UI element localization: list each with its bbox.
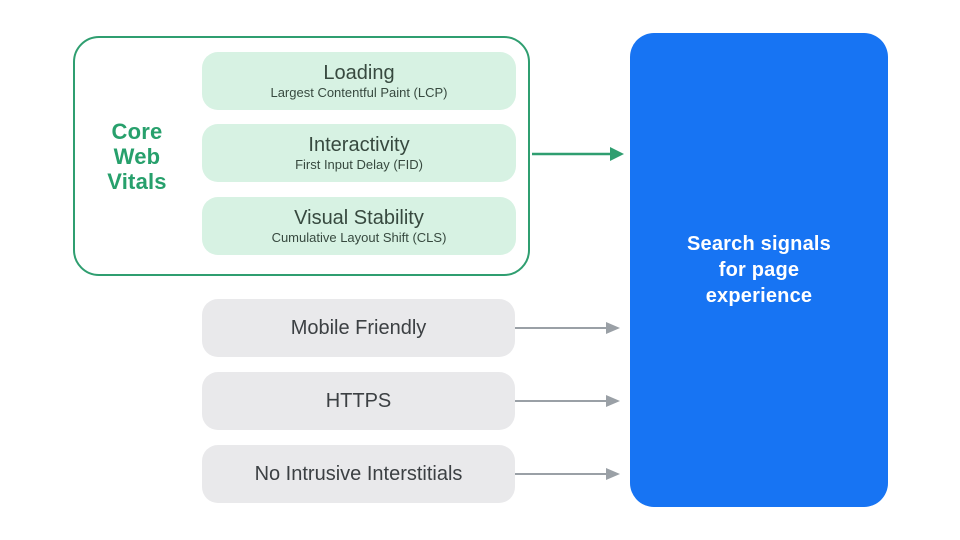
pill-loading-title: Loading	[323, 62, 395, 84]
pill-visual-stability: Visual Stability Cumulative Layout Shift…	[202, 197, 516, 255]
search-signals-label-line: experience	[705, 285, 813, 307]
pill-interactivity-subtitle: First Input Delay (FID)	[295, 157, 423, 172]
pill-interactivity: Interactivity First Input Delay (FID)	[202, 124, 516, 182]
search-signals-label-line: Search signals	[687, 233, 831, 255]
core-web-vitals-label-line: Core	[111, 119, 163, 144]
pill-no-intrusive-interstitials-label: No Intrusive Interstitials	[254, 462, 463, 485]
core-web-vitals-label: Core Web Vitals	[73, 119, 201, 194]
pill-interactivity-title: Interactivity	[308, 134, 410, 156]
core-web-vitals-label-line: Web	[113, 144, 161, 169]
core-web-vitals-group-outline	[73, 36, 530, 276]
pill-https: HTTPS	[202, 372, 515, 430]
gray-arrow-mobile-friendly	[515, 322, 620, 334]
pill-mobile-friendly: Mobile Friendly	[202, 299, 515, 357]
pill-visual-stability-subtitle: Cumulative Layout Shift (CLS)	[271, 230, 447, 245]
pill-loading: Loading Largest Contentful Paint (LCP)	[202, 52, 516, 110]
pill-mobile-friendly-label: Mobile Friendly	[290, 316, 427, 339]
pill-no-intrusive-interstitials: No Intrusive Interstitials	[202, 445, 515, 503]
pill-visual-stability-title: Visual Stability	[294, 207, 424, 229]
search-signals-box: Search signals for page experience	[630, 33, 888, 507]
green-arrow-core-web-vitals	[532, 147, 624, 161]
search-signals-label: Search signals for page experience	[687, 231, 831, 309]
gray-arrow-no-intrusive-interstitials	[515, 468, 620, 480]
pill-https-label: HTTPS	[325, 389, 392, 412]
pill-loading-subtitle: Largest Contentful Paint (LCP)	[270, 85, 448, 100]
search-signals-label-line: for page	[718, 259, 800, 281]
gray-arrow-https	[515, 395, 620, 407]
core-web-vitals-label-line: Vitals	[107, 169, 167, 194]
